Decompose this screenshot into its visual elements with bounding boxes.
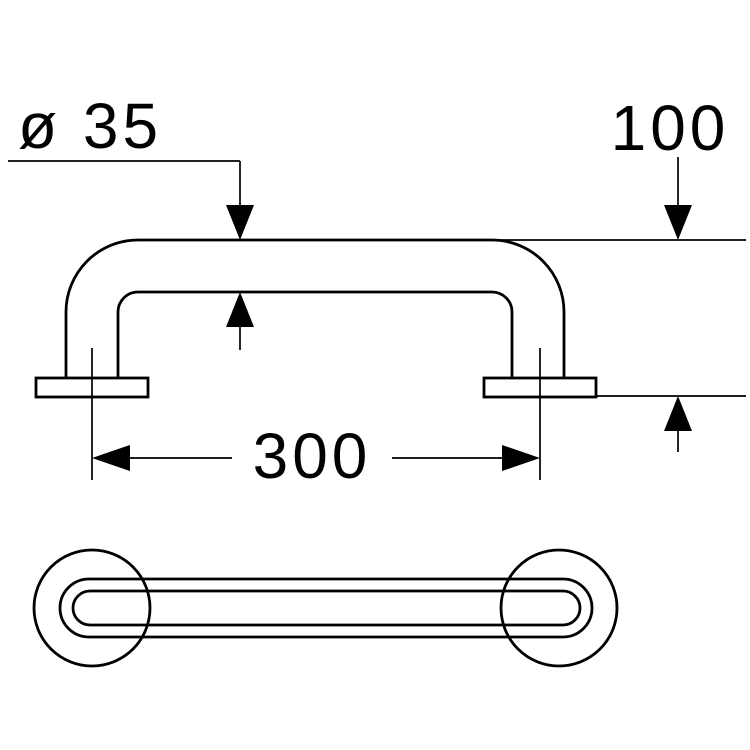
diameter-arrow-up-icon	[226, 292, 254, 327]
length-arrow-right-icon	[502, 445, 540, 471]
dimension-annotations: ø 35 100 300	[8, 90, 746, 492]
right-flange-disc	[499, 548, 619, 668]
left-flange-disc	[32, 548, 152, 668]
height-dimension-label: 100	[611, 92, 730, 164]
tube-outer-contour	[64, 238, 566, 378]
bar-inner-silhouette	[71, 589, 582, 627]
length-arrow-left-icon	[92, 445, 130, 471]
height-arrow-up-icon	[664, 396, 692, 431]
front-view	[32, 548, 619, 668]
length-dimension-label: 300	[253, 420, 372, 492]
height-arrow-down-icon	[664, 205, 692, 240]
diameter-arrow-down-icon	[226, 205, 254, 240]
side-view	[34, 238, 598, 399]
tube-inner-contour	[116, 290, 514, 378]
bar-outer-silhouette	[58, 577, 594, 639]
diameter-dimension-label: ø 35	[18, 90, 162, 162]
